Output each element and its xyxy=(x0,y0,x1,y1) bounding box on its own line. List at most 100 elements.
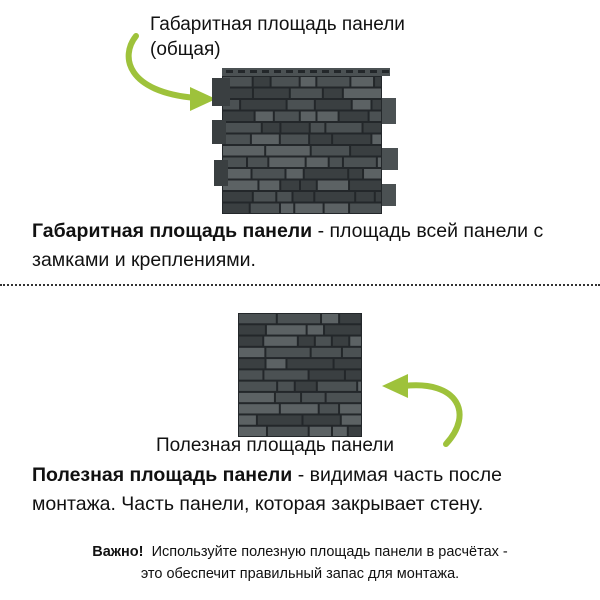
lock-tab xyxy=(214,160,228,186)
useful-area-term: Полезная площадь панели xyxy=(32,464,293,486)
important-note-line1: Важно! Используйте полезную площадь пане… xyxy=(0,541,600,563)
stone-block xyxy=(340,404,361,414)
stone-block xyxy=(280,134,309,144)
stone-block xyxy=(264,336,297,346)
stone-block xyxy=(311,347,341,358)
nail-slot xyxy=(262,70,269,73)
stone-block xyxy=(253,88,289,98)
stone-block xyxy=(293,192,314,202)
stone-block xyxy=(281,180,299,190)
stone-block xyxy=(275,392,301,403)
stone-block xyxy=(309,370,344,380)
stone-block xyxy=(300,180,316,190)
gross-area-caption-line1: Габаритная площадь панели xyxy=(150,14,405,35)
nail-strip xyxy=(222,68,390,76)
stone-block xyxy=(239,392,274,403)
stone-block xyxy=(287,100,314,110)
stone-block xyxy=(281,123,309,133)
nail-slot xyxy=(250,70,257,73)
stone-block xyxy=(351,77,374,87)
stone-block xyxy=(300,111,316,121)
stone-block xyxy=(223,77,252,87)
stone-block xyxy=(266,347,310,358)
nail-slot xyxy=(298,70,305,73)
stone-block xyxy=(241,100,286,110)
stone-block xyxy=(287,359,333,369)
stone-block xyxy=(223,157,247,167)
stone-block xyxy=(257,415,302,425)
curved-arrow-icon xyxy=(382,374,463,447)
stone-block xyxy=(252,169,285,179)
stone-block xyxy=(317,77,350,87)
stone-block xyxy=(239,325,265,335)
stone-block xyxy=(329,157,342,167)
stone-block xyxy=(295,381,316,391)
stone-block xyxy=(350,180,381,190)
stone-block xyxy=(332,336,349,346)
stone-block xyxy=(356,192,374,202)
stone-block xyxy=(310,123,325,133)
gross-area-term: Габаритная площадь панели xyxy=(32,220,313,242)
stone-block xyxy=(375,77,381,87)
nail-slot xyxy=(286,70,293,73)
nail-slot xyxy=(370,70,377,73)
stone-block xyxy=(223,123,261,133)
stone-block xyxy=(286,169,303,179)
stone-block xyxy=(322,314,339,324)
nail-slot xyxy=(226,70,233,73)
stone-block xyxy=(363,123,381,133)
useful-area-description: - видимая часть после монтажа. Часть пан… xyxy=(32,464,503,515)
stone-block xyxy=(350,203,381,213)
stone-block xyxy=(372,100,381,110)
stone-block xyxy=(277,314,321,324)
stone-block xyxy=(349,169,363,179)
stone-block xyxy=(264,370,308,380)
stone-block xyxy=(271,77,299,87)
stone-block xyxy=(319,404,339,414)
stone-block xyxy=(325,325,361,335)
stone-block xyxy=(223,203,249,213)
stone-block xyxy=(334,359,361,369)
stone-block xyxy=(306,157,328,167)
stone-block xyxy=(348,426,361,436)
stone-block xyxy=(317,111,338,121)
gross-area-definition: Габаритная площадь панели - площадь всей… xyxy=(32,217,572,275)
stone-block xyxy=(253,77,270,87)
stone-block xyxy=(343,88,381,98)
nail-slot xyxy=(346,70,353,73)
section-divider xyxy=(0,284,600,286)
stone-block xyxy=(307,325,324,335)
nail-slot xyxy=(334,70,341,73)
stone-block xyxy=(223,169,251,179)
stone-block xyxy=(255,111,273,121)
stone-block xyxy=(311,146,350,156)
stone-block xyxy=(315,192,355,202)
stone-block xyxy=(323,88,342,98)
useful-area-caption: Полезная площадь панели xyxy=(156,435,394,456)
stone-block xyxy=(269,157,305,167)
stone-block xyxy=(251,134,279,144)
stone-block xyxy=(223,192,252,202)
stone-block xyxy=(239,359,265,369)
stone-block xyxy=(266,146,310,156)
stone-block xyxy=(317,381,357,391)
stone-block xyxy=(280,404,318,414)
lock-tab xyxy=(382,148,398,170)
gross-area-caption: Габаритная площадь панели (общая) xyxy=(150,12,470,62)
stone-block xyxy=(239,404,279,414)
gross-area-caption-line2: (общая) xyxy=(150,39,221,60)
lock-tab xyxy=(382,98,396,124)
stone-block xyxy=(304,169,348,179)
stone-block xyxy=(290,88,322,98)
stone-block xyxy=(332,426,347,436)
nail-slot xyxy=(358,70,365,73)
stone-block xyxy=(315,100,351,110)
stone-block xyxy=(239,336,263,346)
stone-block xyxy=(274,111,299,121)
stone-block xyxy=(343,157,376,167)
important-note: Важно! Используйте полезную площадь пане… xyxy=(0,541,600,585)
useful-area-definition: Полезная площадь панели - видимая часть … xyxy=(32,461,572,519)
stone-block xyxy=(358,381,361,391)
nail-slot xyxy=(322,70,329,73)
useful-panel-image xyxy=(238,313,362,437)
